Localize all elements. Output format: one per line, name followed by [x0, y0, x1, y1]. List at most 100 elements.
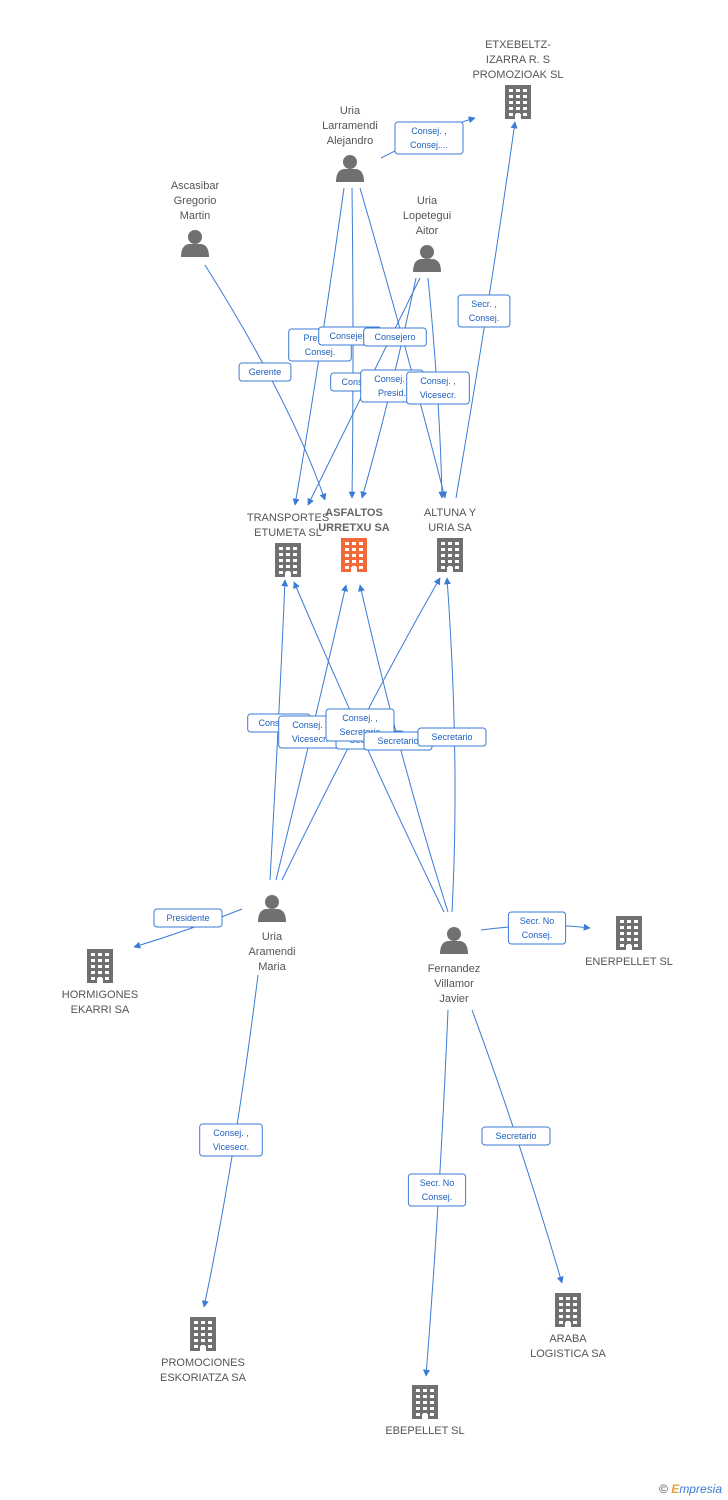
node-label: Maria — [258, 961, 286, 973]
person-icon — [181, 230, 209, 257]
edge-label-box — [457, 294, 511, 328]
edge-label-text: Consej. , — [213, 1128, 249, 1138]
edge-label-text: Consej. — [305, 347, 336, 357]
node-label: EKARRI SA — [71, 1004, 130, 1016]
node-label: Uria — [340, 105, 361, 117]
edge-aramendi-to-hormigones — [133, 908, 243, 949]
edge-label[interactable]: Secr. ,Consej. — [457, 294, 511, 328]
node-label: Javier — [439, 993, 469, 1005]
node-enerpellet[interactable]: ENERPELLET SL — [585, 916, 673, 968]
edge-label[interactable]: Consej. , Vicesecr. — [199, 1123, 263, 1157]
edge-label-text: Vicesecr. — [213, 1142, 249, 1152]
edge-label-text: Secr. No — [520, 916, 555, 926]
edge-label-box — [507, 911, 567, 945]
building-icon — [437, 538, 463, 572]
node-ebepellet[interactable]: EBEPELLET SL — [385, 1385, 465, 1437]
edge-larramendi-to-asfaltos — [348, 187, 356, 499]
edge-label[interactable]: Secr. No Consej. — [507, 911, 567, 945]
brand-footer: © Empresia — [659, 1482, 722, 1496]
edge-label[interactable]: Secr. No Consej. — [407, 1173, 467, 1207]
person-icon — [336, 155, 364, 182]
node-label: Aramendi — [248, 946, 295, 958]
node-label: ETXEBELTZ- — [485, 39, 551, 51]
edge-label[interactable]: Consej. , Vicesecr. — [406, 371, 470, 405]
node-label: Lopetegui — [403, 210, 451, 222]
building-icon — [555, 1293, 581, 1327]
edge-ascasibar-to-asfaltos — [204, 264, 327, 501]
edge-label-text: Gerente — [249, 367, 282, 377]
building-icon — [505, 85, 531, 119]
node-etxebeltz[interactable]: ETXEBELTZ- IZARRA R. S PROMOZIOAK SL — [472, 39, 564, 119]
node-label: Aitor — [416, 225, 439, 237]
edge-label-text: Vicesecr. — [420, 390, 456, 400]
edge-label[interactable]: Gerente — [238, 362, 292, 382]
brand-name: mpresia — [679, 1482, 722, 1496]
edge-label-text: Vicesecr. — [292, 734, 328, 744]
edge-label[interactable]: Secretario — [417, 727, 487, 747]
brand-logo[interactable]: Empresia — [671, 1482, 722, 1496]
node-label: EBEPELLET SL — [385, 1425, 464, 1437]
edge-label-text: Secr. No — [420, 1178, 455, 1188]
node-label: IZARRA R. S — [486, 54, 550, 66]
node-label: Larramendi — [322, 120, 378, 132]
edge-label-text: Consej. , — [420, 376, 456, 386]
edge-label[interactable]: Presidente — [153, 908, 223, 928]
edge-label-box — [406, 371, 470, 405]
building-icon — [341, 538, 367, 572]
edge-fernandez-to-transportes — [293, 581, 445, 913]
edge-label[interactable]: Consejero — [363, 327, 427, 347]
edge-label-box — [481, 1126, 551, 1146]
edge-larramendi-to-altuna — [359, 187, 447, 499]
building-icon — [275, 543, 301, 577]
edge-labels-layer: Consej. ,Consej....Presid. ,Consej.Conse… — [153, 121, 567, 1207]
node-label: ALTUNA Y — [424, 507, 477, 519]
node-label: Alejandro — [327, 135, 373, 147]
edge-label-text: Secretario — [339, 727, 380, 737]
edge-label-text: Secretario — [431, 732, 472, 742]
copyright-symbol: © — [659, 1482, 668, 1496]
node-label: PROMOCIONES — [161, 1357, 245, 1369]
node-altuna[interactable]: ALTUNA Y URIA SA — [424, 507, 477, 572]
edge-label-text: Consej. , — [292, 720, 328, 730]
edge-label-box — [238, 362, 292, 382]
building-icon — [616, 916, 642, 950]
edge-label-text: Consej. — [422, 1192, 453, 1202]
edge-label-text: Consej. , — [342, 713, 378, 723]
edge-label-text: Consej. — [522, 930, 553, 940]
edge-label-box — [394, 121, 464, 155]
person-icon — [413, 245, 441, 272]
edge-label-text: Consej. — [469, 313, 500, 323]
edge-label-text: Consejero — [374, 332, 415, 342]
edge-label[interactable]: Consej. ,Consej.... — [394, 121, 464, 155]
building-icon — [412, 1385, 438, 1419]
building-icon — [190, 1317, 216, 1351]
node-label: Villamor — [434, 978, 474, 990]
edge-label[interactable]: Secretario — [363, 731, 433, 751]
edge-label-box — [199, 1123, 263, 1157]
edge-label[interactable]: Secretario — [481, 1126, 551, 1146]
node-label: HORMIGONES — [62, 989, 138, 1001]
edge-label-box — [363, 327, 427, 347]
node-label: ENERPELLET SL — [585, 956, 673, 968]
node-label: ASFALTOS — [325, 507, 383, 519]
node-label: LOGISTICA SA — [530, 1348, 606, 1360]
edge-label-text: Secretario — [495, 1131, 536, 1141]
edge-label-text: Presidente — [166, 913, 209, 923]
brand-initial: E — [671, 1482, 680, 1496]
node-label: URIA SA — [428, 522, 472, 534]
node-label: PROMOZIOAK SL — [472, 69, 563, 81]
edge-label-box — [417, 727, 487, 747]
node-label: Uria — [417, 195, 438, 207]
node-hormigones[interactable]: HORMIGONES EKARRI SA — [62, 949, 138, 1016]
node-label: Ascasibar — [171, 180, 220, 192]
